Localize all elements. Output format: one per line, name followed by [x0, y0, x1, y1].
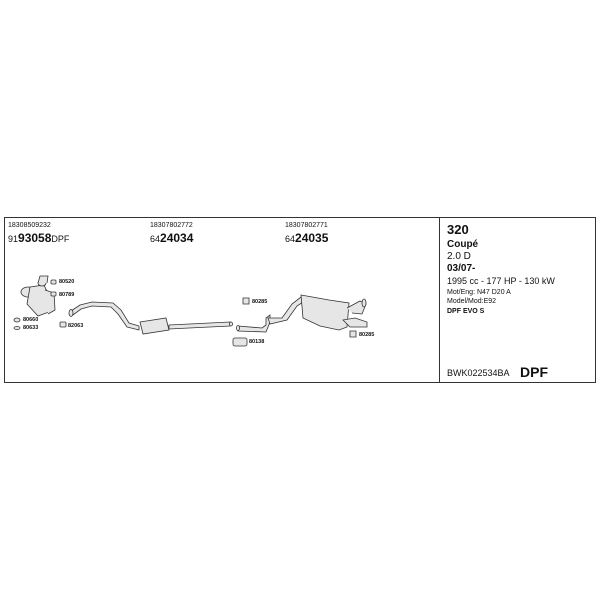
rear-silencer-part	[236, 294, 368, 333]
mid-part-number: 6424034	[150, 231, 194, 245]
front-pipe-part	[68, 301, 140, 331]
part-code-82063: 82063	[68, 323, 84, 329]
dpf-tag: DPF	[520, 364, 548, 380]
hanger-80285-a-shape	[242, 297, 250, 305]
vehicle-date: 03/07-	[447, 263, 476, 274]
hanger-80285-b-shape	[349, 330, 357, 338]
part-code-80138: 80138	[249, 339, 265, 345]
part-code-80660: 80660	[23, 317, 39, 323]
cat-part-number: 9193058DPF	[8, 231, 70, 245]
vehicle-body: Coupé	[447, 239, 479, 250]
vehicle-model: 320	[447, 222, 469, 237]
rear-part-number: 6424035	[285, 231, 329, 245]
info-divider	[439, 217, 440, 383]
dpf-type: DPF EVO S	[447, 308, 485, 315]
mid-oem-number: 18307802772	[150, 222, 193, 229]
vehicle-model-code: Model/Mod:E92	[447, 298, 497, 305]
clamp-80789-shape	[50, 291, 57, 297]
middle-silencer-part	[139, 317, 233, 335]
kit-code: BWK022534BA	[447, 368, 510, 378]
part-code-80633: 80633	[23, 325, 39, 331]
clamp-80520-shape	[50, 279, 57, 285]
cat-oem-number: 18308509232	[8, 222, 51, 229]
hanger-80138-shape	[232, 337, 248, 347]
rear-oem-number: 18307802771	[285, 222, 328, 229]
vehicle-engine-code: Mot/Eng: N47 D20 A	[447, 289, 511, 296]
vehicle-engine: 2.0 D	[447, 251, 471, 262]
gasket-80633-shape	[13, 326, 21, 330]
part-code-80520: 80520	[59, 279, 75, 285]
catalyst-dpf-part	[20, 275, 56, 317]
diagram-frame	[4, 217, 596, 383]
part-code-80789: 80789	[59, 292, 75, 298]
part-code-80285-b: 80285	[359, 332, 375, 338]
gasket-80660-shape	[13, 317, 21, 323]
vehicle-specs: 1995 cc - 177 HP - 130 kW	[447, 276, 555, 286]
part-code-80285-a: 80285	[252, 299, 268, 305]
clamp-82063-shape	[59, 321, 67, 328]
